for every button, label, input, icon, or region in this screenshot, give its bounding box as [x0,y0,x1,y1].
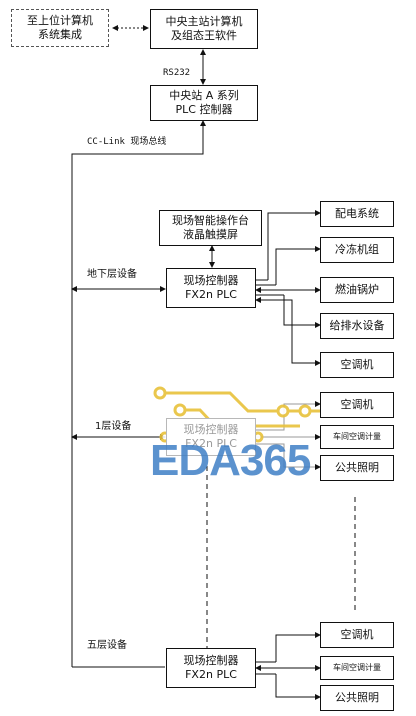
floor1-label: 1层设备 [95,421,132,432]
cc-link-label: CC-Link 现场总线 [87,137,167,147]
chiller-box: 冷冻机组 [320,237,394,263]
rs232-label: RS232 [163,68,191,78]
water-supply-box: 给排水设备 [320,313,394,339]
central-computer-box: 中央主站计算机 及组态王软件 [150,9,258,49]
central-plc-box: 中央站 A 系列 PLC 控制器 [150,85,258,121]
ac-metering-box-floor1: 车间空调计量 [320,425,394,449]
floor1-controller-box: 现场控制器 FX2n PLC [166,418,256,456]
floor5-label: 五层设备 [87,640,127,651]
public-lighting-box-floor1: 公共照明 [320,455,394,481]
air-handler-box-floor1: 空调机 [320,392,394,418]
ac-metering-box-floor5: 车间空调计量 [320,656,394,680]
floor5-controller-box: 现场控制器 FX2n PLC [166,648,256,688]
public-lighting-box-floor5: 公共照明 [320,685,394,711]
cc-link-bus-line [71,120,206,667]
watermark-logo: EDA365 [150,436,311,485]
air-handler-box-basement: 空调机 [320,352,394,378]
basement-label: 地下层设备 [87,269,137,280]
air-handler-box-floor5: 空调机 [320,622,394,648]
basement-controller-box: 现场控制器 FX2n PLC [166,268,256,308]
power-distribution-box: 配电系统 [320,201,394,227]
upper-system-box: 至上位计算机 系统集成 [11,9,109,47]
oil-boiler-box: 燃油锅炉 [320,277,394,303]
hmi-box: 现场智能操作台 液晶触摸屏 [159,210,262,246]
